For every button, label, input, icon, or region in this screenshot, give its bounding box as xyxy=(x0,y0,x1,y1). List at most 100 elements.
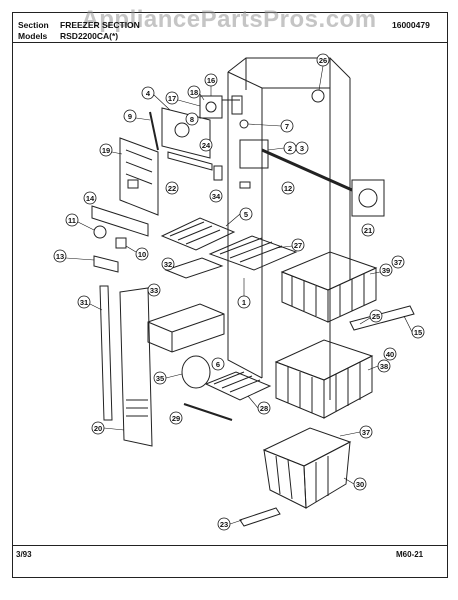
svg-text:4: 4 xyxy=(146,89,151,98)
ice-tray-32 xyxy=(164,257,224,279)
part-code: 16000479 xyxy=(392,20,430,30)
cover-13 xyxy=(93,255,119,273)
callout-16: 16 xyxy=(204,73,218,87)
callout-12: 12 xyxy=(281,181,295,195)
svg-text:9: 9 xyxy=(128,112,132,121)
callout-35: 35 xyxy=(153,371,167,385)
strip-part xyxy=(149,111,159,151)
svg-text:10: 10 xyxy=(138,250,146,259)
svg-text:3: 3 xyxy=(300,144,304,153)
callout-11: 11 xyxy=(65,213,79,227)
callout-15: 15 xyxy=(411,325,425,339)
damper-housing xyxy=(239,139,269,169)
wire-basket-38 xyxy=(274,339,374,419)
svg-text:23: 23 xyxy=(220,520,228,529)
screw-7 xyxy=(239,119,249,129)
callout-labels: 26 16 18 17 4 9 8 7 24 2 3 19 22 34 12 1… xyxy=(53,53,425,531)
footer-rule xyxy=(12,545,448,546)
bar-part xyxy=(239,507,281,527)
gasket-strip xyxy=(99,285,113,421)
callout-8: 8 xyxy=(185,112,199,126)
callout-34: 34 xyxy=(209,189,223,203)
svg-text:5: 5 xyxy=(244,210,248,219)
callout-28: 28 xyxy=(257,401,271,415)
header-rule xyxy=(12,42,448,43)
svg-text:28: 28 xyxy=(260,404,268,413)
evaporator-cover xyxy=(119,137,159,216)
callout-21: 21 xyxy=(361,223,375,237)
callout-26: 26 xyxy=(316,53,330,67)
svg-text:25: 25 xyxy=(372,312,380,321)
section-value: FREEZER SECTION xyxy=(60,20,140,30)
wire-shelf-5 xyxy=(160,217,236,251)
callout-40: 40 xyxy=(383,347,397,361)
clip-12 xyxy=(239,181,251,189)
svg-text:29: 29 xyxy=(172,414,180,423)
svg-text:6: 6 xyxy=(216,360,220,369)
callout-23: 23 xyxy=(217,517,231,531)
svg-text:11: 11 xyxy=(68,216,76,225)
svg-text:24: 24 xyxy=(202,141,211,150)
svg-text:33: 33 xyxy=(150,286,158,295)
callout-7: 7 xyxy=(280,119,294,133)
svg-text:8: 8 xyxy=(190,115,194,124)
svg-text:31: 31 xyxy=(80,298,88,307)
callout-2: 2 xyxy=(283,141,297,155)
svg-text:38: 38 xyxy=(380,362,388,371)
svg-text:2: 2 xyxy=(288,144,292,153)
side-panel xyxy=(119,287,153,447)
svg-text:21: 21 xyxy=(364,226,372,235)
svg-text:17: 17 xyxy=(168,94,176,103)
svg-text:32: 32 xyxy=(164,260,172,269)
wire-basket-30 xyxy=(262,427,352,509)
callout-39: 39 xyxy=(379,263,393,277)
callout-22: 22 xyxy=(165,181,179,195)
callout-6: 6 xyxy=(211,357,225,371)
svg-text:35: 35 xyxy=(156,374,164,383)
fan-blade xyxy=(181,355,211,389)
svg-text:12: 12 xyxy=(284,184,292,193)
cabinet-liner xyxy=(227,57,351,400)
part-10 xyxy=(115,237,127,249)
callout-27: 27 xyxy=(291,238,305,252)
svg-text:40: 40 xyxy=(386,350,394,359)
footer-page-code: M60-21 xyxy=(396,550,424,559)
svg-text:7: 7 xyxy=(285,122,289,131)
light-assembly xyxy=(351,179,385,217)
callout-30: 30 xyxy=(353,477,367,491)
callout-4: 4 xyxy=(141,86,155,100)
switch-34 xyxy=(213,165,223,181)
callout-33: 33 xyxy=(147,283,161,297)
svg-text:22: 22 xyxy=(168,184,176,193)
svg-text:15: 15 xyxy=(414,328,422,337)
callout-13: 13 xyxy=(53,249,67,263)
watermark: AppliancePartsPros.com xyxy=(81,6,377,33)
callout-10: 10 xyxy=(135,247,149,261)
callout-3: 3 xyxy=(295,141,309,155)
svg-text:1: 1 xyxy=(242,298,246,307)
svg-text:37: 37 xyxy=(362,428,370,437)
svg-text:16: 16 xyxy=(207,76,215,85)
svg-text:14: 14 xyxy=(86,194,95,203)
svg-text:19: 19 xyxy=(102,146,110,155)
ice-tray-14 xyxy=(91,205,149,237)
storage-bin xyxy=(147,303,225,353)
basket-rail xyxy=(349,305,415,331)
diagram-frame xyxy=(12,12,448,578)
callout-19: 19 xyxy=(99,143,113,157)
callout-31: 31 xyxy=(77,295,91,309)
svg-text:13: 13 xyxy=(56,252,64,261)
callout-37: 37 xyxy=(391,255,405,269)
svg-text:30: 30 xyxy=(356,480,364,489)
svg-text:27: 27 xyxy=(294,241,302,250)
callout-5: 5 xyxy=(239,207,253,221)
section-label: Section xyxy=(18,20,49,30)
footer-date: 3/93 xyxy=(16,550,32,559)
callout-37-lower: 37 xyxy=(359,425,373,439)
callout-25: 25 xyxy=(369,309,383,323)
fan-motor-assembly xyxy=(199,95,243,119)
svg-text:39: 39 xyxy=(382,266,390,275)
callout-20: 20 xyxy=(91,421,105,435)
callout-17: 17 xyxy=(165,91,179,105)
